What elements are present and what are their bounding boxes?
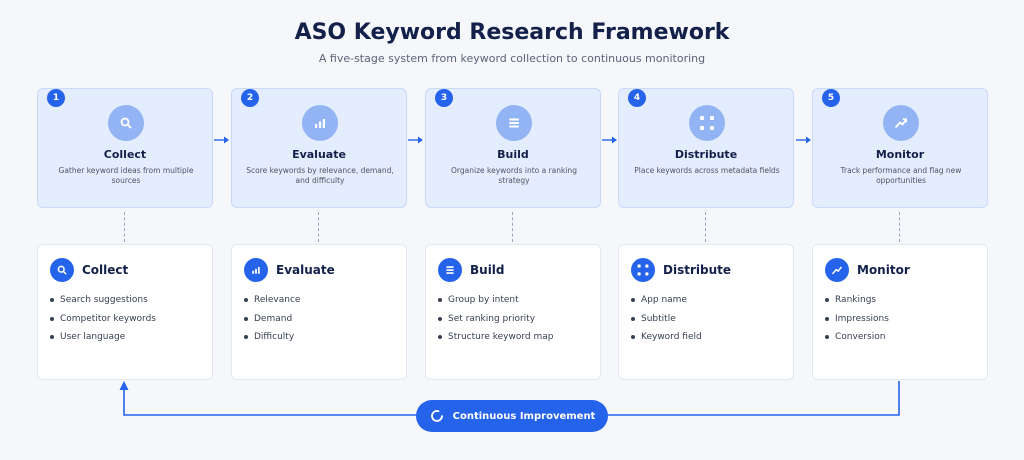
stage-card-collect: 1 Collect Gather keyword ideas from mult… xyxy=(37,88,213,208)
list-item: Difficulty xyxy=(244,331,300,350)
page-subtitle: A five-stage system from keyword collect… xyxy=(318,52,706,65)
stage-number-badge: 3 xyxy=(435,89,453,107)
dashed-connector xyxy=(899,212,900,242)
stage-description: Track performance and flag new opportuni… xyxy=(840,166,962,185)
detail-card-collect: Collect Search suggestions Competitor ke… xyxy=(37,244,213,380)
arrow-right-icon xyxy=(214,136,229,144)
continuous-improvement-badge: Continuous Improvement xyxy=(416,400,608,432)
detail-card-monitor: Monitor Rankings Impressions Conversion xyxy=(812,244,988,380)
refresh-icon xyxy=(430,410,443,422)
detail-title: Build xyxy=(470,263,505,277)
list-item: Structure keyword map xyxy=(438,331,553,350)
list-item: App name xyxy=(631,294,702,313)
list-item: User language xyxy=(50,331,156,350)
list-item: Set ranking priority xyxy=(438,313,553,332)
detail-list: Rankings Impressions Conversion xyxy=(825,294,889,350)
stage-title: Collect xyxy=(103,148,147,161)
stage-title: Evaluate xyxy=(292,148,346,161)
grid-icon xyxy=(689,105,725,141)
stage-title: Build xyxy=(497,148,529,161)
list-icon xyxy=(438,258,462,282)
detail-title: Distribute xyxy=(663,263,731,277)
list-item: Relevance xyxy=(244,294,300,313)
detail-card-build: Build Group by intent Set ranking priori… xyxy=(425,244,601,380)
list-item: Rankings xyxy=(825,294,889,313)
dashed-connector xyxy=(318,212,319,242)
bar-chart-icon xyxy=(302,105,338,141)
list-item: Demand xyxy=(244,313,300,332)
detail-list: Group by intent Set ranking priority Str… xyxy=(438,294,553,350)
detail-list: Search suggestions Competitor keywords U… xyxy=(50,294,156,350)
stage-card-distribute: 4 Distribute Place keywords across metad… xyxy=(618,88,794,208)
list-item: Competitor keywords xyxy=(50,313,156,332)
stage-description: Score keywords by relevance, demand, and… xyxy=(246,166,394,185)
list-icon xyxy=(496,105,532,141)
stage-number-badge: 4 xyxy=(628,89,646,107)
list-item: Impressions xyxy=(825,313,889,332)
stage-description: Place keywords across metadata fields xyxy=(634,166,780,175)
bar-chart-icon xyxy=(244,258,268,282)
detail-card-distribute: Distribute App name Subtitle Keyword fie… xyxy=(618,244,794,380)
stage-number-badge: 5 xyxy=(822,89,840,107)
arrow-right-icon xyxy=(796,136,811,144)
stage-number-badge: 1 xyxy=(47,89,65,107)
dashed-connector xyxy=(124,212,125,242)
dashed-connector xyxy=(512,212,513,242)
stage-description: Gather keyword ideas from multiple sourc… xyxy=(58,166,194,185)
detail-list: App name Subtitle Keyword field xyxy=(631,294,702,350)
search-icon xyxy=(50,258,74,282)
trend-up-icon xyxy=(883,105,919,141)
detail-title: Monitor xyxy=(857,263,910,277)
list-item: Conversion xyxy=(825,331,889,350)
page-title: ASO Keyword Research Framework xyxy=(294,20,730,45)
detail-list: Relevance Demand Difficulty xyxy=(244,294,300,350)
detail-title: Evaluate xyxy=(276,263,335,277)
list-item: Search suggestions xyxy=(50,294,156,313)
stage-description: Organize keywords into a ranking strateg… xyxy=(451,166,577,185)
stage-card-monitor: 5 Monitor Track performance and flag new… xyxy=(812,88,988,208)
continuous-improvement-label: Continuous Improvement xyxy=(452,410,596,422)
search-icon xyxy=(108,105,144,141)
stage-title: Distribute xyxy=(674,148,738,161)
detail-title: Collect xyxy=(82,263,129,277)
list-item: Group by intent xyxy=(438,294,553,313)
arrow-right-icon xyxy=(602,136,617,144)
stage-card-evaluate: 2 Evaluate Score keywords by relevance, … xyxy=(231,88,407,208)
dashed-connector xyxy=(705,212,706,242)
stage-number-badge: 2 xyxy=(241,89,259,107)
detail-card-evaluate: Evaluate Relevance Demand Difficulty xyxy=(231,244,407,380)
list-item: Subtitle xyxy=(631,313,702,332)
stage-title: Monitor xyxy=(875,148,925,161)
list-item: Keyword field xyxy=(631,331,702,350)
trend-up-icon xyxy=(825,258,849,282)
arrow-right-icon xyxy=(408,136,423,144)
grid-icon xyxy=(631,258,655,282)
stage-card-build: 3 Build Organize keywords into a ranking… xyxy=(425,88,601,208)
